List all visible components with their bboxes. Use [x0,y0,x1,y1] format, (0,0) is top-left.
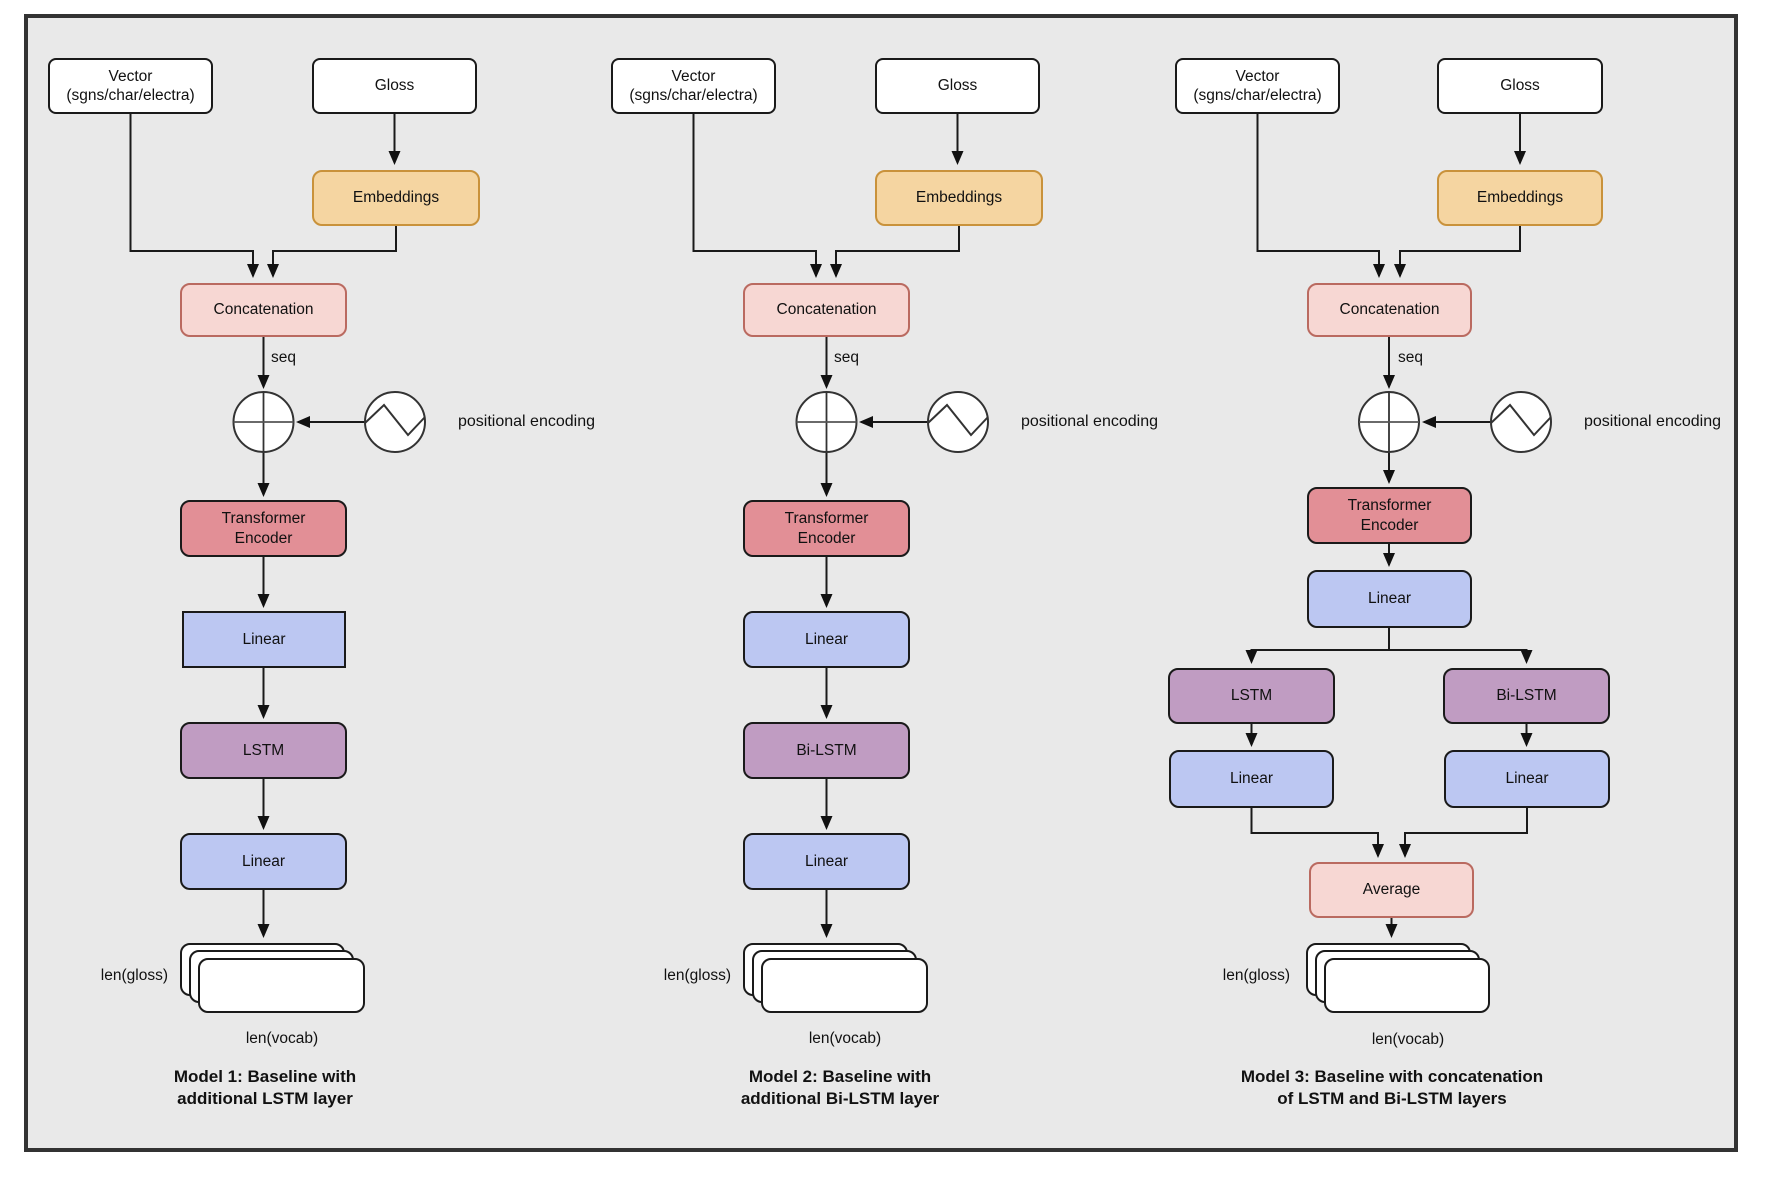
vector-box-m3: Vector (sgns/char/electra) [1175,58,1340,114]
transformer-encoder-box-m2: Transformer Encoder [743,500,910,557]
embeddings-box-m1: Embeddings [312,170,480,226]
vector-box-m2: Vector (sgns/char/electra) [611,58,776,114]
positional-encoding-label-m1: positional encoding [458,413,595,430]
positional-encoding-label-m2: positional encoding [1021,413,1158,430]
lstm-box-m1: LSTM [180,722,347,779]
embeddings-box-m2: Embeddings [875,170,1043,226]
linear-top-box-m3: Linear [1307,570,1472,628]
caption-m3: Model 3: Baseline with concatenation of … [1240,1067,1544,1109]
vector-box-m1: Vector (sgns/char/electra) [48,58,213,114]
bilstm-branch-box-m3: Bi-LSTM [1443,668,1610,724]
output-stack-front-m2 [761,958,928,1013]
bilstm-box-m2: Bi-LSTM [743,722,910,779]
output-stack-front-m3 [1324,958,1490,1013]
gloss-box-m3: Gloss [1437,58,1603,114]
seq-label-m1: seq [271,349,296,366]
len-gloss-label-m3: len(gloss) [1222,967,1290,984]
linear-right-box-m3: Linear [1444,750,1610,808]
concatenation-box-m1: Concatenation [180,283,347,337]
linear-box-1-m2: Linear [743,611,910,668]
len-vocab-label-m2: len(vocab) [808,1030,882,1047]
caption-m1: Model 1: Baseline with additional LSTM l… [173,1067,357,1109]
linear-left-box-m3: Linear [1169,750,1334,808]
positional-encoding-label-m3: positional encoding [1584,413,1721,430]
seq-label-m3: seq [1398,349,1423,366]
len-vocab-label-m3: len(vocab) [1371,1031,1445,1048]
len-vocab-label-m1: len(vocab) [245,1030,319,1047]
linear-box-2-m1: Linear [180,833,347,890]
embeddings-box-m3: Embeddings [1437,170,1603,226]
output-stack-front-m1 [198,958,365,1013]
concatenation-box-m3: Concatenation [1307,283,1472,337]
average-box-m3: Average [1309,862,1474,918]
linear-box-2-m2: Linear [743,833,910,890]
concatenation-box-m2: Concatenation [743,283,910,337]
transformer-encoder-box-m3: Transformer Encoder [1307,487,1472,544]
seq-label-m2: seq [834,349,859,366]
caption-m2: Model 2: Baseline with additional Bi-LST… [740,1067,940,1109]
linear-box-1-m1: Linear [182,611,346,668]
transformer-encoder-box-m1: Transformer Encoder [180,500,347,557]
len-gloss-label-m1: len(gloss) [100,967,168,984]
gloss-box-m2: Gloss [875,58,1040,114]
lstm-branch-box-m3: LSTM [1168,668,1335,724]
len-gloss-label-m2: len(gloss) [663,967,731,984]
gloss-box-m1: Gloss [312,58,477,114]
